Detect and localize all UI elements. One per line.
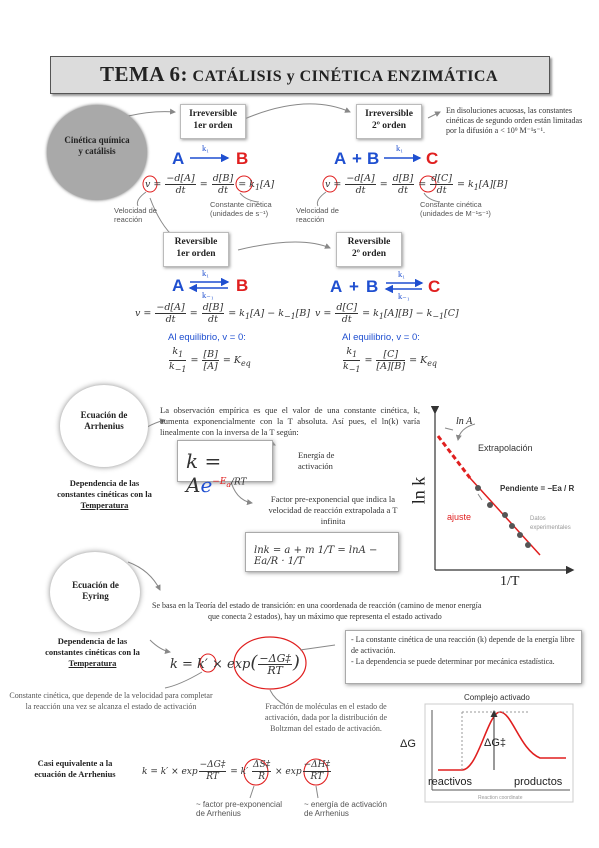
equilibrium-label-2: Al equilibrio, v = 0: [342, 332, 420, 343]
constant-label-2: Constante cinética (unidades de M⁻¹s⁻¹) [420, 200, 491, 218]
eyring-info-1: - La constante cinética de una reacción … [351, 635, 575, 655]
title-sub: CATÁLISIS y CINÉTICA ENZIMÁTICA [192, 68, 499, 85]
constant-label-1: Constante cinética (unidades de s⁻¹) [210, 200, 272, 218]
rate-equation-3: v = −d[A]dt = d[B]dt = k1[A] − k−1[B] [135, 302, 311, 325]
diffusion-note: En disoluciones acuosas, las constantes … [446, 106, 583, 135]
arrhenius-circle [60, 385, 148, 467]
preexp-approx: ~ factor pre-exponencial de Arrhenius [196, 800, 283, 818]
equiv-arrhenius: Casi equivalente a la ecuación de Arrhen… [20, 758, 130, 780]
eyring-info-2: - La dependencia se puede determinar por… [351, 657, 555, 666]
reaction2-plus: + [352, 149, 362, 168]
box-rev1-line1: Reversible [174, 237, 218, 247]
eyring-info-box: - La constante cinética de una reacción … [345, 630, 582, 684]
eyring-intro-1: Se basa en la Teoría del estado de trans… [152, 601, 482, 610]
equiv-line2: ecuación de Arrhenius [34, 769, 116, 779]
arrhenius-dep-line2: constantes cinéticas con la [57, 489, 152, 499]
reaction2-k1: k₁ [396, 143, 404, 153]
box-irreversible-2nd: Irreversible 2º orden [356, 104, 422, 139]
plot-slope: Pendiente = −Ea / R [500, 484, 575, 493]
diagram-dGdag: ΔG‡ [484, 737, 507, 749]
diagram-title: Complejo activado [464, 693, 530, 702]
page-title: TEMA 6: CATÁLISIS y CINÉTICA ENZIMÁTICA [50, 62, 548, 87]
kinetics-circle [47, 105, 147, 200]
kprime-label: Constante cinética, que depende de la ve… [9, 691, 213, 711]
fraction-label: Fracción de moléculas en el estado de ac… [264, 702, 388, 733]
reaction2-C: C [426, 149, 439, 168]
reaction1-B: B [236, 149, 249, 168]
rate-equation-4: v = d[C]dt = k1[A][B] − k−1[C] [315, 302, 459, 325]
eyring-circle [50, 552, 140, 632]
reaction4-km1: k₋₁ [398, 291, 410, 301]
box-reversible-2nd: Reversible 2º orden [336, 232, 402, 267]
linear-equation: lnk = a + m 1/T = lnA − Ea/R · 1/T [254, 545, 378, 567]
reaction4-B: B [366, 277, 379, 296]
linear-equation-box: lnk = a + m 1/T = lnA − Ea/R · 1/T [245, 532, 399, 572]
eyring-intro-2: que conecta 2 estados), hay un máximo qu… [208, 612, 442, 621]
reaction3-km1: k₋₁ [202, 290, 214, 300]
arrhenius-intro: La observación empírica es que el valor … [160, 405, 420, 437]
box-rev2-line1: Reversible [347, 237, 391, 247]
plot-ylabel: ln k [408, 476, 429, 505]
eyring-dependence: Dependencia de las constantes cinéticas … [30, 636, 155, 669]
velocity-label-1: Velocidad de reacción [114, 206, 157, 224]
plot-xlabel: 1/T [500, 574, 520, 589]
plot-fit: ajuste [447, 512, 472, 522]
rate-equation-2: v = −d[A]dt = d[B]dt = d[C]dt = k1[A][B] [325, 173, 508, 196]
box-irr2-line2: 2º orden [371, 121, 406, 131]
arrhenius-dep-line3: Temperatura [80, 500, 129, 510]
reaction3-B: B [236, 276, 249, 295]
reaction4-C: C [428, 277, 441, 296]
plot-extrapolation: Extrapolación [478, 443, 533, 453]
arrhenius-dep-line1: Dependencia de las [69, 478, 140, 488]
equiv-line1: Casi equivalente a la [37, 758, 113, 768]
arrhenius-plot [430, 406, 575, 575]
diagram-products: productos [514, 776, 563, 788]
diagram-xaxis: Reaction coordinate [478, 795, 523, 801]
reaction1-A: A [172, 149, 185, 168]
reaction4-A: A [330, 277, 343, 296]
arrhenius-equation-box: k = Ae−Ea/RT [177, 440, 273, 497]
rate-equation-1: v = −d[A]dt = d[B]dt = k1[A] [145, 173, 275, 196]
box-irr2-line1: Irreversible [365, 109, 413, 119]
arrhenius-dependence: Dependencia de las constantes cinéticas … [42, 478, 167, 511]
box-irreversible-1st: Irreversible 1er orden [180, 104, 246, 139]
plot-experimental: Datos experimentales [530, 516, 571, 531]
reaction2-B: B [367, 149, 380, 168]
eyring-dep-line1: Dependencia de las [57, 636, 128, 646]
eyring-dep-line3: Temperatura [68, 658, 117, 668]
energy-approx: ~ energía de activación de Arrhenius [304, 800, 387, 818]
box-irr1-line2: 1er orden [193, 121, 233, 131]
arrhenius-equation: k = Ae−Ea/RT [186, 449, 247, 497]
eyring-dep-line2: constantes cinéticas con la [45, 647, 140, 657]
eyring-circle-label: Ecuación de Eyring [72, 580, 119, 601]
eyring-equation: k = k′ × exp(−ΔG‡RT) [170, 652, 300, 677]
box-rev2-line2: 2º orden [351, 249, 386, 259]
reaction4-k1: k₁ [398, 269, 406, 279]
velocity-label-2: Velocidad de reacción [296, 206, 339, 224]
energy-diagram [424, 703, 574, 803]
diagram-reactants: reactivos [428, 776, 473, 788]
activation-energy-label: Energía de activación [298, 450, 335, 471]
kinetics-circle-label: Cinética química y catálisis [64, 135, 130, 156]
box-rev1-line2: 1er orden [176, 249, 216, 259]
reaction1-k1: k₁ [202, 143, 210, 153]
title-banner [50, 56, 550, 94]
plot-lnA: ln A [456, 416, 473, 427]
equilibrium-label-1: Al equilibrio, v = 0: [168, 332, 246, 343]
reaction2-A: A [334, 149, 347, 168]
reaction3-A: A [172, 276, 185, 295]
reaction4-plus: + [349, 277, 359, 296]
preexp-label: Factor pre-exponencial que indica la vel… [268, 494, 398, 526]
reaction3-k1: k₁ [202, 268, 210, 278]
diagram-dG: ΔG [400, 738, 416, 750]
eyring-expanded-equation: k = k′ × exp−ΔG‡RT = k′ ΔS‡R × exp−ΔH‡RT [142, 760, 331, 782]
arrhenius-circle-label: Ecuación de Arrhenius [80, 410, 128, 431]
title-main: TEMA 6: [99, 62, 189, 86]
box-reversible-1st: Reversible 1er orden [163, 232, 229, 267]
box-irr1-line1: Irreversible [189, 109, 237, 119]
